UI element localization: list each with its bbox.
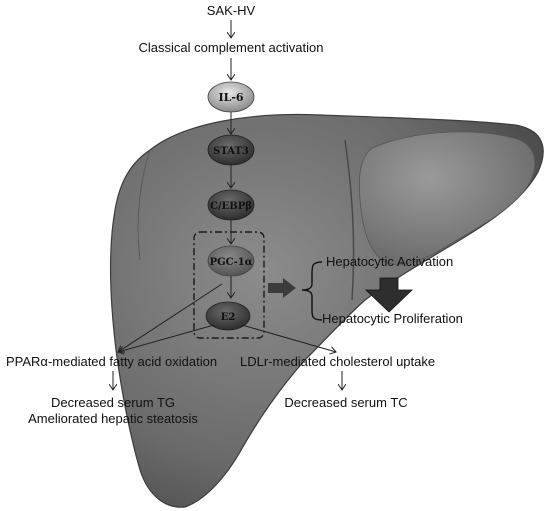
liver-right-lobe [358, 131, 536, 265]
sak-hv-label: SAK-HV [207, 3, 256, 18]
node-e2-label: E2 [221, 312, 236, 323]
hepatocytic-proliferation-label: Hepatocytic Proliferation [322, 311, 463, 326]
node-pgc1a-label: PGC-1α [210, 257, 253, 268]
block-arrow-right [268, 278, 296, 298]
ldlr-pathway-label: LDLr-mediated cholesterol uptake [240, 354, 435, 369]
node-cebp-label: C/EBPβ [210, 201, 252, 212]
arrow-pgc-to-ppar [118, 283, 223, 352]
ppar-pathway-label: PPARα-mediated fatty acid oxidation [6, 354, 217, 369]
complement-activation-label: Classical complement activation [139, 40, 324, 55]
hepatocytic-activation-label: Hepatocytic Activation [326, 254, 453, 269]
ameliorated-steatosis-label: Ameliorated hepatic steatosis [28, 411, 198, 426]
curly-brace [301, 261, 323, 321]
node-e2 [205, 301, 251, 331]
arrow-e2-to-ldlr [241, 324, 336, 352]
arrow-e2-to-ppar [118, 324, 215, 352]
pgc-e2-dashed-box [193, 231, 265, 339]
liver-lobe-groove [344, 139, 355, 301]
decreased-tc-label: Decreased serum TC [284, 395, 407, 410]
liver-contour-line [137, 149, 151, 261]
node-stat3-label: STAT3 [213, 146, 249, 157]
decreased-tg-label: Decreased serum TG [51, 395, 175, 410]
block-arrow-down [365, 277, 413, 313]
node-il6-label: IL-6 [218, 91, 243, 104]
